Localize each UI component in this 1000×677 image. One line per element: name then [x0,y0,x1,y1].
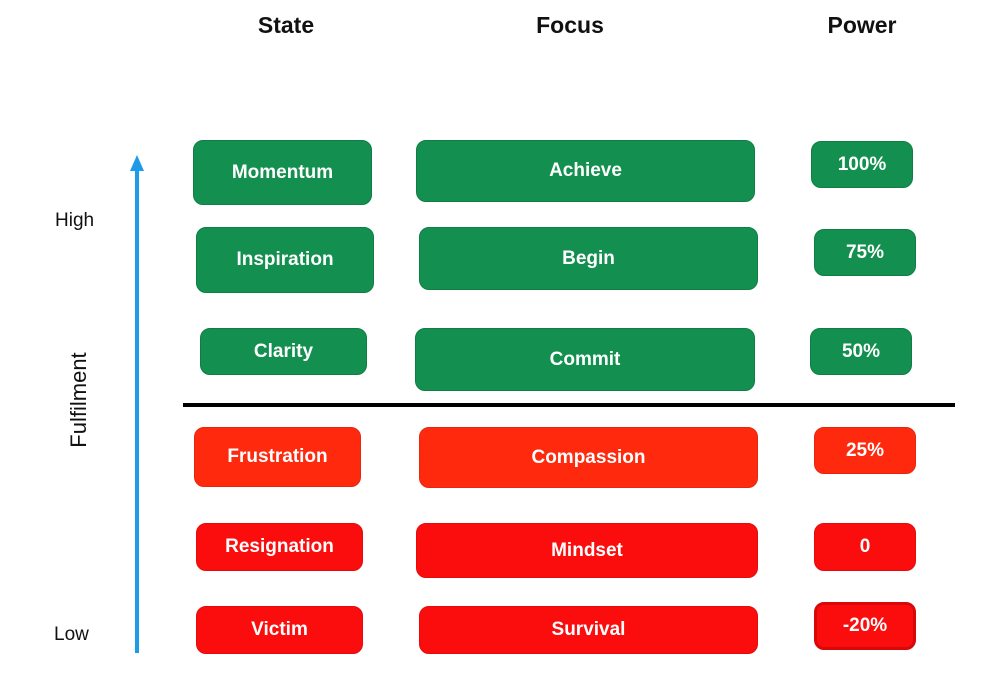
focus-header: Focus [536,12,604,38]
fulfilment-axis-title: Fulfilment [66,352,91,448]
state-box-momentum: Momentum [193,140,372,205]
fulfilment-arrow-icon [130,155,144,653]
focus-label: Mindset [551,539,623,561]
focus-label: Survival [551,619,626,640]
focus-box-achieve: Achieve [416,140,755,202]
power-box-50: 50% [810,328,912,375]
power-label: 50% [841,340,881,362]
power-box-0: 0 [814,523,916,571]
state-label: Clarity [253,340,314,362]
state-box-resignation: Resignation [196,523,363,571]
power-label: 0 [859,536,871,557]
power-box-minus-20: -20% [814,602,916,650]
state-label: Resignation [225,536,334,557]
state-label: Momentum [231,161,334,183]
power-label: -20% [842,615,888,636]
state-box-frustration: Frustration [194,427,361,487]
focus-box-begin: Begin [419,227,758,290]
focus-label: Begin [562,247,615,269]
power-label: 25% [845,439,885,461]
power-header: Power [827,12,897,38]
power-box-25: 25% [814,427,916,474]
focus-box-compassion: Compassion [419,427,758,488]
focus-box-survival: Survival [419,606,758,654]
power-label: 100% [837,153,887,175]
focus-label: Compassion [531,446,646,468]
state-label: Victim [251,619,308,640]
focus-label: Commit [549,348,621,370]
state-label: Inspiration [236,249,334,270]
focus-box-mindset: Mindset [416,523,758,578]
low-label: Low [54,624,89,645]
power-box-75: 75% [814,229,916,276]
focus-box-commit: Commit [415,328,755,391]
divider-line [183,403,955,407]
state-box-clarity: Clarity [200,328,367,375]
high-label: High [55,210,95,231]
state-label: Frustration [227,446,328,467]
state-box-victim: Victim [196,606,363,654]
power-label: 75% [845,241,885,263]
state-header: State [257,12,315,38]
power-box-100: 100% [811,141,913,188]
focus-label: Achieve [549,160,622,181]
state-box-inspiration: Inspiration [196,227,374,293]
